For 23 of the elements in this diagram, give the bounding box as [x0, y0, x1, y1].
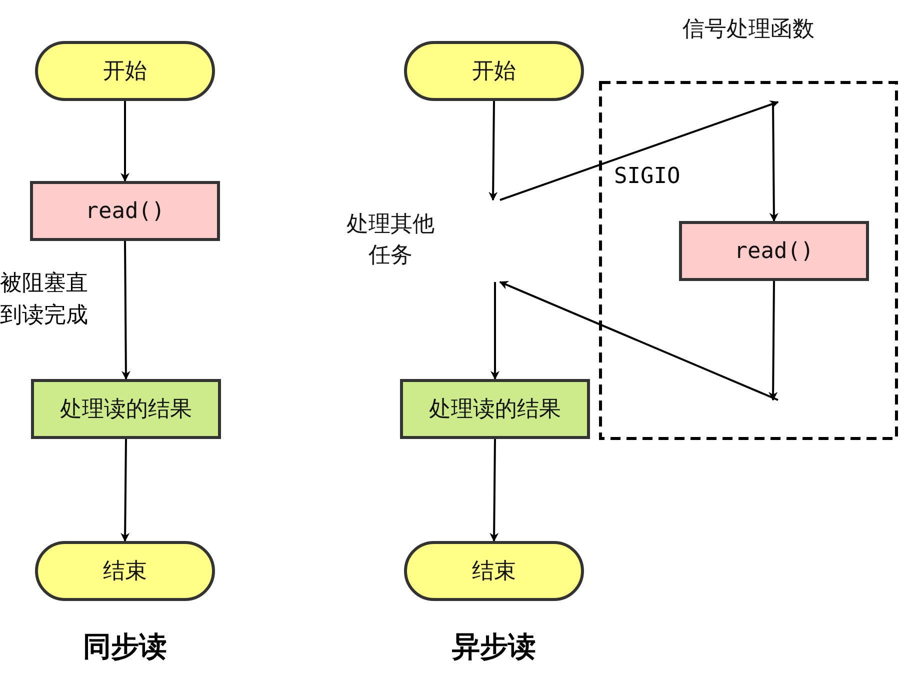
arrow [500, 100, 779, 201]
process-box: 处理读的结果 [31, 379, 221, 439]
arrow [121, 241, 130, 380]
arrow [769, 102, 778, 222]
edge-label: SIGIO [614, 164, 680, 189]
arrow [768, 281, 778, 401]
arrow [488, 100, 498, 201]
arrow [499, 281, 778, 401]
caption-text: 同步读 [83, 629, 167, 665]
arrow [490, 438, 499, 542]
terminal-box: 开始 [35, 41, 215, 101]
group-heading: 信号处理函数 [682, 16, 816, 44]
terminal-box: 结束 [35, 541, 215, 601]
terminal-box: 结束 [404, 541, 584, 601]
node-text: 处理其他任务 [346, 211, 436, 270]
process-box: 处理读的结果 [400, 379, 590, 439]
arrow [490, 282, 500, 380]
process-box: read() [30, 181, 220, 241]
caption-text: 异步读 [452, 629, 536, 665]
arrow [120, 101, 130, 182]
process-box: read() [679, 221, 869, 281]
terminal-box: 开始 [404, 41, 584, 101]
arrow [120, 438, 130, 542]
